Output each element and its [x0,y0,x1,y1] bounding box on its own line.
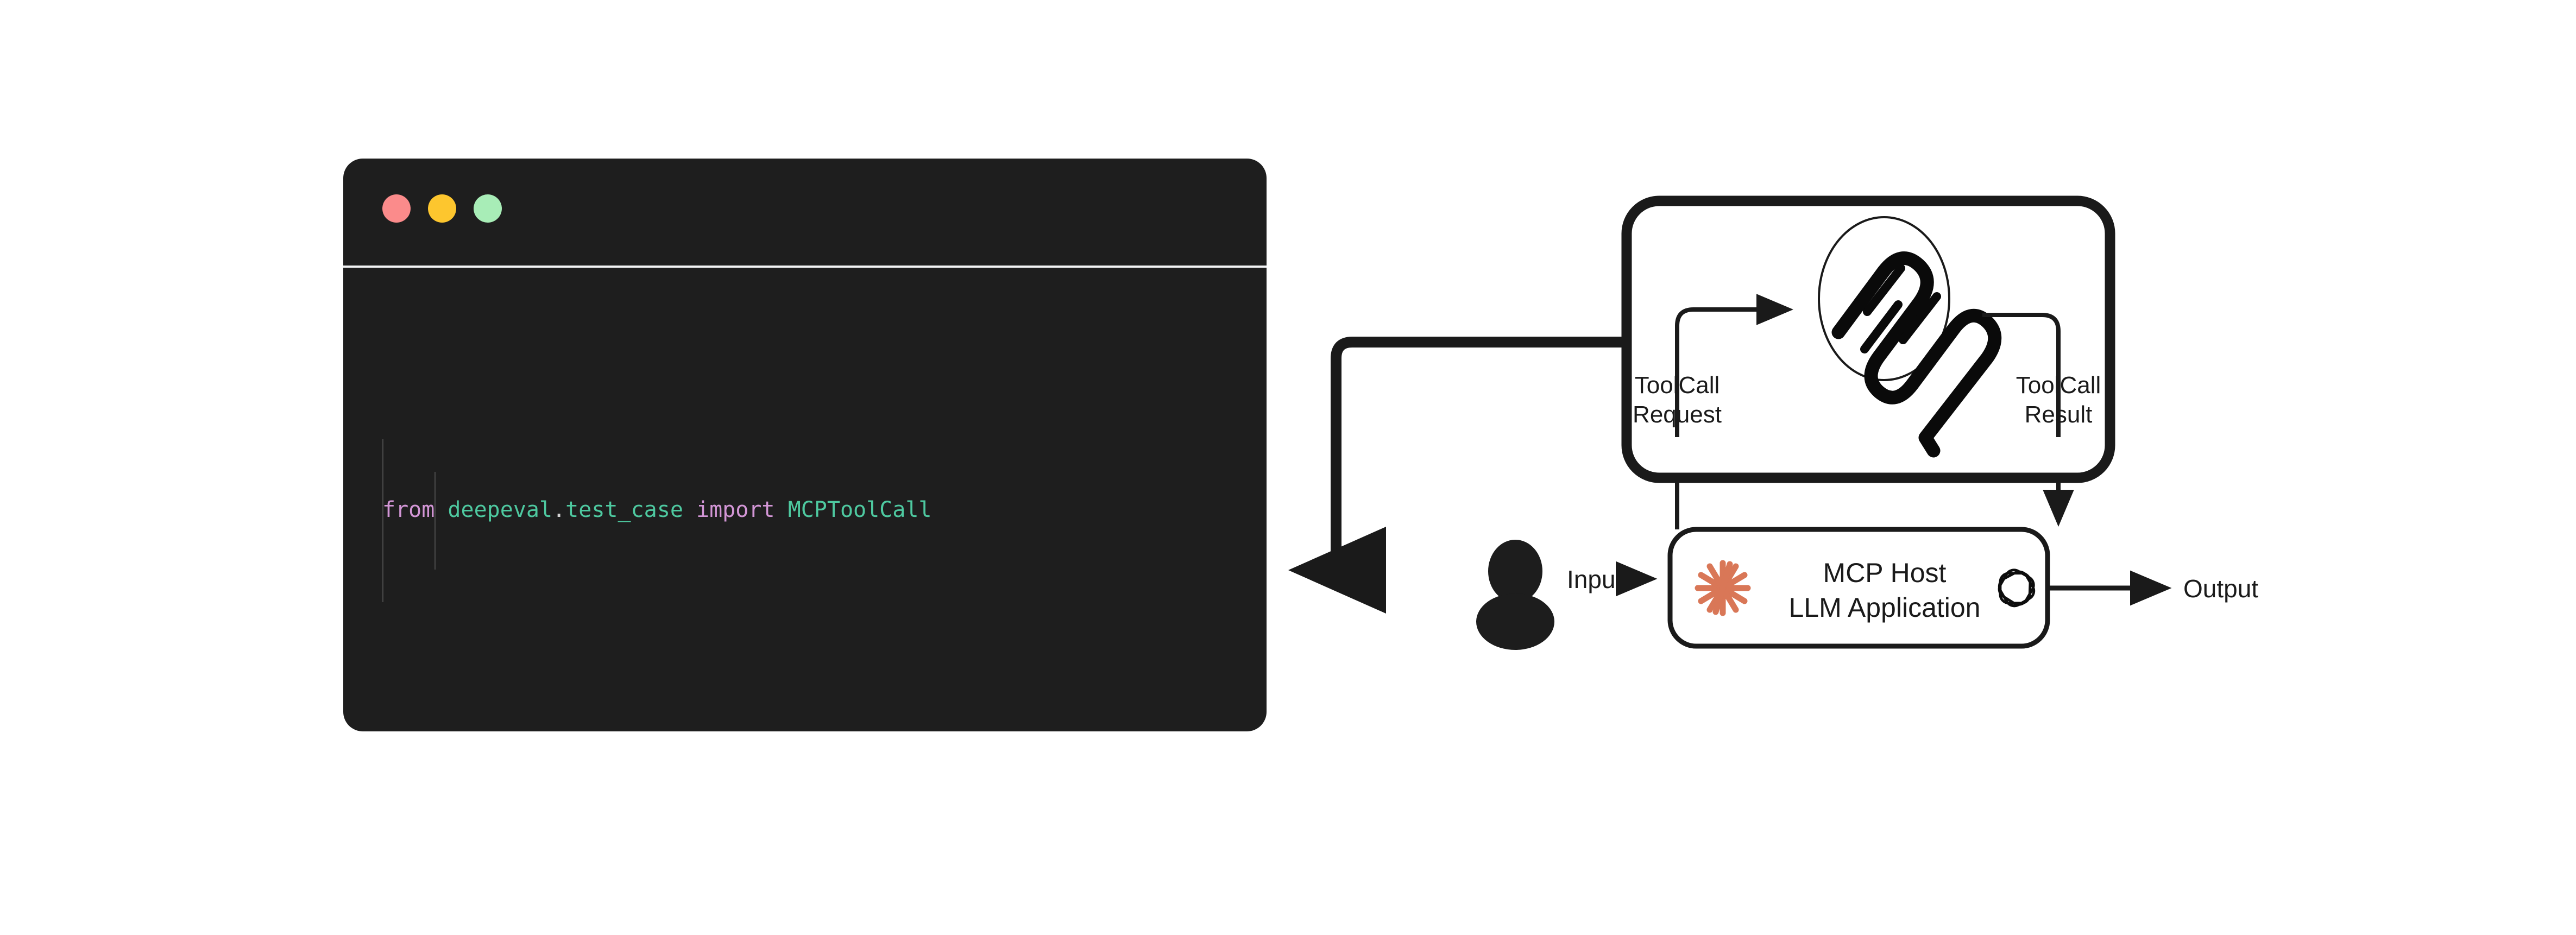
toolcall-result-label-line2: Result [2025,401,2093,428]
token-module: deepeval [448,497,553,522]
mcp-host-title-line1: MCP Host [1823,558,1947,588]
token-class-name: MCPToolCall [788,497,932,522]
toolcall-request-label-line1: ToolCall [1635,372,1720,399]
avatar-head-icon [1488,540,1542,603]
mcp-ribbon-outer [1831,251,2002,458]
output-label: Output [2183,574,2258,603]
token-keyword-from: from [382,497,435,522]
connector-path [1288,337,1628,614]
mcp-host-title-line2: LLM Application [1788,592,1980,623]
maximize-button[interactable] [474,194,502,223]
avatar-body-icon [1476,593,1554,650]
toolcall-result-label-line1: ToolCall [2016,372,2101,399]
user-avatar [1476,540,1554,650]
code-window-titlebar [343,159,1267,266]
indent-guide [382,439,383,602]
code-line: from deepeval.test_case import MCPToolCa… [343,494,1267,526]
toolcall-result-inner-line [1982,313,2061,437]
toolcall-request-inner-arrow [1675,294,1793,437]
titlebar-divider [343,266,1267,268]
mcp-logo [1818,216,2002,458]
code-line-blank [343,624,1267,656]
mcp-host-box[interactable]: MCP Host LLM Application [1667,527,2050,649]
minimize-button[interactable] [428,194,456,223]
mcp-ribbon-inner-1 [1863,264,1905,316]
anthropic-claude-logo [1695,560,1751,616]
input-label: Input [1567,565,1623,593]
mcp-server-box[interactable]: ToolCall Request ToolCall Result [1621,195,2115,483]
toolcall-request-label-line2: Request [1633,401,1722,428]
traffic-light-buttons [382,194,502,223]
token-dot: . [552,497,566,522]
close-button[interactable] [382,194,411,223]
mcp-ribbon-inner-2 [1860,300,1903,353]
openai-logo [1998,568,2036,608]
token-keyword-import: import [696,497,775,522]
mcp-ribbon-inner-3 [1899,292,1941,344]
code-editor-window: from deepeval.test_case import MCPToolCa… [343,159,1267,731]
server-to-code-connector [1288,337,1628,614]
token-submodule: test_case [565,497,683,522]
code-content[interactable]: from deepeval.test_case import MCPToolCa… [343,270,1267,731]
indent-guide [434,472,436,570]
